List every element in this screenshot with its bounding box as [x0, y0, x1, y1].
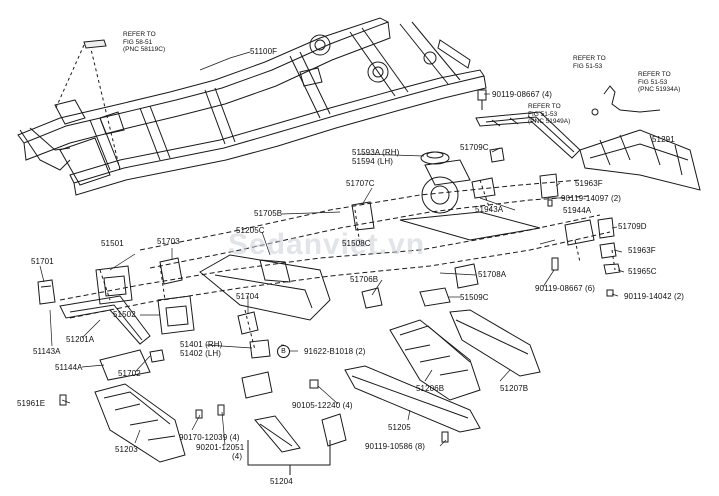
- part-label[interactable]: 51706B: [350, 275, 379, 284]
- ref-line: (PNC 51949A): [528, 118, 571, 125]
- part-label[interactable]: 90119-08667 (4): [492, 90, 553, 99]
- part-label[interactable]: 51593A (RH): [352, 148, 400, 157]
- ref-line: FIG 51-53: [638, 78, 668, 86]
- part-label[interactable]: 51205C: [236, 226, 265, 235]
- part-label[interactable]: 51207B: [500, 384, 529, 393]
- part-label[interactable]: 51705B: [254, 209, 283, 218]
- part-label[interactable]: 51204: [270, 477, 293, 486]
- lower-members: [59, 295, 541, 475]
- part-label[interactable]: 51143A: [33, 347, 61, 356]
- upper-frame-assembly: [17, 17, 487, 196]
- part-label[interactable]: 51944A: [563, 206, 592, 215]
- rear-channel: [475, 111, 581, 159]
- ref-note-2: REFER TO FIG 51-53: [573, 55, 606, 70]
- part-label[interactable]: 51703: [157, 237, 180, 246]
- part-label[interactable]: 51201A: [66, 335, 95, 344]
- ref-line: FIG 51-53: [528, 110, 558, 118]
- ref-line: FIG 51-53: [573, 62, 603, 70]
- part-label[interactable]: 51701: [31, 257, 54, 266]
- part-label[interactable]: 51502: [113, 310, 136, 319]
- rear-rail-51291: [579, 129, 701, 191]
- ref-line: (PNC 51934A): [638, 86, 681, 93]
- part-label[interactable]: 51709D: [618, 222, 647, 231]
- part-label[interactable]: 51401 (RH): [180, 340, 223, 349]
- part-label[interactable]: 51943A: [475, 205, 504, 214]
- ref-line: FIG 58-51: [123, 38, 153, 46]
- ref-note-3: REFER TO FIG 51-53 (PNC 51934A): [638, 71, 680, 94]
- part-label[interactable]: 90119-14042 (2): [624, 292, 685, 301]
- part-label[interactable]: 51144A: [55, 363, 83, 372]
- part-label[interactable]: 90170-12039 (4): [179, 433, 240, 442]
- part-label[interactable]: 51508C: [342, 239, 371, 248]
- part-label[interactable]: 51206B: [416, 384, 445, 393]
- part-label[interactable]: 90119-10586 (8): [365, 442, 426, 451]
- part-label[interactable]: (4): [232, 452, 243, 461]
- brackets: [37, 89, 621, 443]
- ref-line: REFER TO: [123, 31, 156, 38]
- ref-line: (PNC 58119C): [123, 46, 166, 53]
- part-label[interactable]: 51707C: [346, 179, 375, 188]
- lower-frame-assembly: [54, 44, 616, 351]
- part-label[interactable]: 51100F: [250, 47, 278, 56]
- ref-line: REFER TO: [638, 71, 671, 78]
- reference-symbol-b: B: [277, 345, 290, 358]
- part-label[interactable]: 51708A: [478, 270, 507, 279]
- ref-line: REFER TO: [573, 55, 606, 62]
- part-label[interactable]: 51702: [118, 369, 141, 378]
- ref-note-1: REFER TO FIG 58-51 (PNC 58119C): [123, 31, 165, 54]
- watermark: Sedanviet.vn: [228, 228, 426, 261]
- part-label[interactable]: 51594 (LH): [352, 157, 394, 166]
- part-label[interactable]: 91622-B1018 (2): [304, 347, 366, 356]
- ref-note-4: REFER TO FIG 51-53 (PNC 51949A): [528, 103, 570, 126]
- part-label[interactable]: 51205: [388, 423, 411, 432]
- part-label[interactable]: 51509C: [460, 293, 489, 302]
- part-label[interactable]: 90105-12240 (4): [292, 401, 353, 410]
- part-label[interactable]: 51203: [115, 445, 138, 454]
- part-label[interactable]: 51704: [236, 292, 259, 301]
- part-label[interactable]: 90119-14097 (2): [561, 194, 622, 203]
- part-label[interactable]: 51291: [652, 135, 675, 144]
- leader-lines: [39, 51, 625, 447]
- part-label[interactable]: 90119-08667 (6): [535, 284, 596, 293]
- cable-51934A: [591, 85, 661, 116]
- part-label[interactable]: 51501: [101, 239, 124, 248]
- part-label[interactable]: 51709C: [460, 143, 489, 152]
- part-label[interactable]: 90201-12051: [196, 443, 245, 452]
- part-label[interactable]: 51963F: [628, 246, 656, 255]
- part-label[interactable]: 51402 (LH): [180, 349, 222, 358]
- part-label[interactable]: 51965C: [628, 267, 657, 276]
- part-label[interactable]: 51961E: [17, 399, 46, 408]
- ref-line: REFER TO: [528, 103, 561, 110]
- part-label[interactable]: 51963F: [575, 179, 603, 188]
